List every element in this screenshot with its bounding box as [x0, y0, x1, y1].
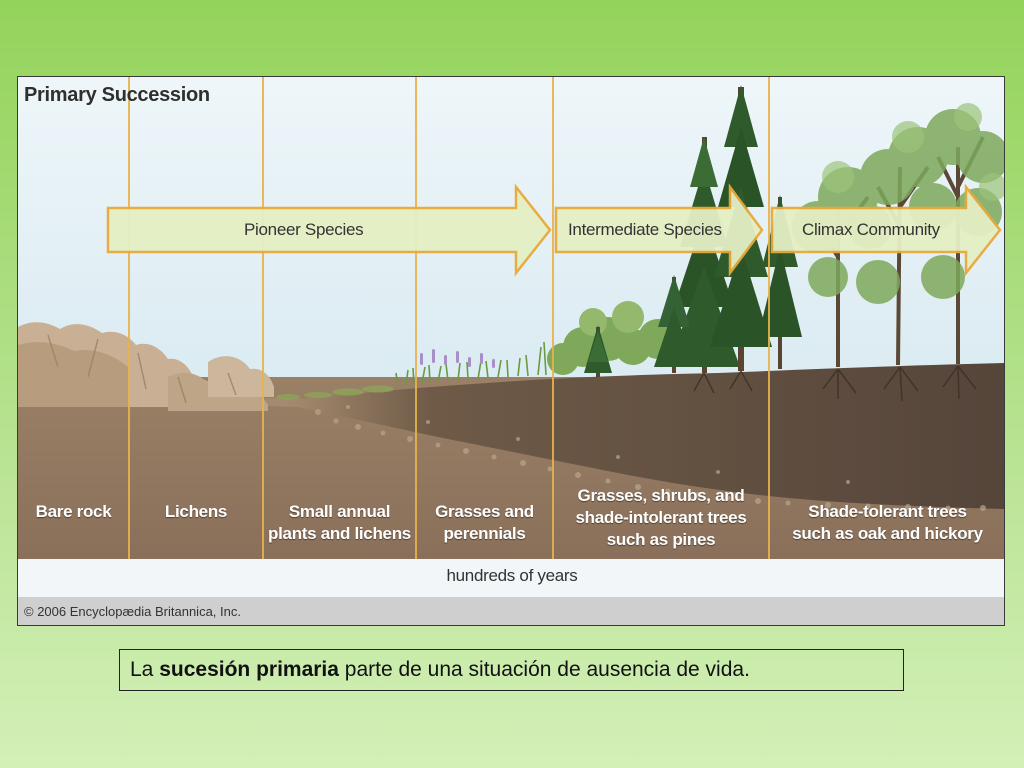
- stage-label-line: shade-intolerant trees: [575, 508, 747, 527]
- stage-label-line: Grasses, shrubs, and: [577, 486, 745, 505]
- stage-label-line: plants and lichens: [268, 524, 411, 543]
- stage-label-grasses-perennials: Grasses and perennials: [416, 501, 553, 545]
- arrow-label-climax: Climax Community: [802, 220, 940, 239]
- bare-rock: [18, 322, 274, 411]
- stage-label-line: Lichens: [164, 502, 228, 521]
- grass: [395, 341, 547, 387]
- stage-label-line: such as oak and hickory: [792, 524, 983, 543]
- stage-label-small-annual-plants: Small annual plants and lichens: [263, 501, 416, 545]
- succession-illustration: [18, 77, 1004, 559]
- stage-label-bare-rock: Bare rock: [18, 501, 129, 523]
- caption-text-end: parte de una situación de ausencia de vi…: [338, 658, 750, 681]
- gravel: [315, 405, 986, 511]
- stage-label-lichens: Lichens: [129, 501, 263, 523]
- caption-text-start: La: [130, 658, 160, 681]
- arrow-label-intermediate: Intermediate Species: [568, 220, 722, 239]
- timeline-label: hundreds of years: [446, 566, 578, 585]
- stage-arrows: [106, 183, 1002, 277]
- pine-trees: [584, 85, 802, 377]
- arrow-intermediate: [554, 183, 764, 277]
- figure-title: Primary Succession: [24, 84, 210, 106]
- caption-bold-term: sucesión primaria: [159, 658, 339, 681]
- stage-label-line: Bare rock: [35, 502, 112, 521]
- arrow-label-pioneer: Pioneer Species: [244, 220, 364, 239]
- timeline-bar: hundreds of years: [18, 559, 1004, 597]
- stage-label-line: perennials: [443, 524, 526, 543]
- pine-tree-1: [584, 325, 612, 377]
- stage-label-line: Small annual: [288, 502, 391, 521]
- soil-layer: [18, 363, 1004, 509]
- stage-label-line: Grasses and: [435, 502, 534, 521]
- roots: [693, 365, 977, 402]
- slide-caption: La sucesión primaria parte de una situac…: [119, 649, 904, 691]
- stage-label-shade-tolerant-trees: Shade-tolerant trees such as oak and hic…: [769, 501, 1004, 545]
- stage-label-line: Shade-tolerant trees: [808, 502, 967, 521]
- lupine-flowers: [420, 349, 495, 368]
- arrow-climax: [770, 183, 1002, 277]
- stage-label-line: such as pines: [606, 530, 716, 549]
- succession-figure: Primary Succession Pioneer Species Inter…: [17, 76, 1005, 626]
- copyright-credit: © 2006 Encyclopædia Britannica, Inc.: [24, 604, 241, 619]
- arrow-pioneer: [106, 183, 552, 277]
- stage-dividers: [128, 77, 770, 559]
- pine-tree-5: [654, 275, 694, 373]
- credit-bar: © 2006 Encyclopædia Britannica, Inc.: [18, 597, 1004, 625]
- lichen-patches: [276, 385, 394, 400]
- stage-label-shrubs-pines: Grasses, shrubs, and shade-intolerant tr…: [553, 485, 769, 551]
